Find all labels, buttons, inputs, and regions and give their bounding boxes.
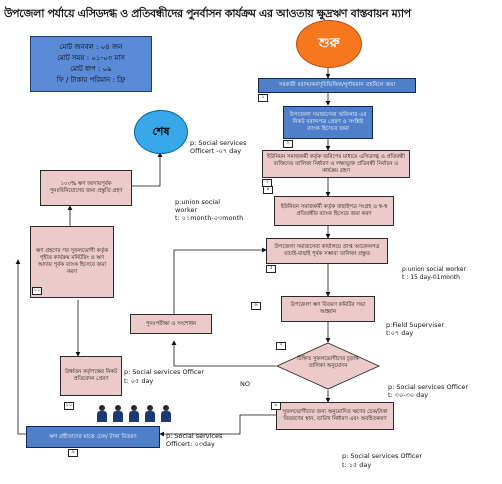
summary-staff: মোট জনবল : ০৪ জন <box>59 43 123 51</box>
note-officer-bl-time: Officert: ০৩day <box>166 440 215 448</box>
note-officer-end-time: Officert -০৭ day <box>190 147 242 155</box>
step-9-box: ঋণ গ্রহণের পর সুফলভোগী কর্তৃক গৃহীত কার্… <box>30 226 114 298</box>
step-11-box: ১০০% ঋণ আদায়পূর্বক পুনঃবিনিয়োগের জন্য … <box>40 170 132 206</box>
arrow-s7-s8 <box>159 414 276 437</box>
arrow-s8-s9 <box>15 259 26 435</box>
note-union-worker-right-time: t : 15 day-01month <box>402 274 460 281</box>
step-4-number: ৪ <box>263 186 273 194</box>
note-union-worker-time: t: ০১month-০৩month <box>175 214 244 222</box>
step-10-number: ১০ <box>64 402 74 410</box>
note-officer-mid-role: p: Social services Officer <box>388 383 469 391</box>
step-8-box: ঋণ গ্রহীতাদের মাঝে চেক/ টাকা বিতরণ <box>26 426 160 448</box>
step-9-number: ৯ <box>68 449 78 457</box>
step-7-number: ৭ <box>276 342 286 350</box>
step-11-number: ১১ <box>32 287 42 295</box>
arrow-s11-end <box>132 152 163 187</box>
note-officer-mid-time: t: ৩০-৩০ day <box>388 391 429 399</box>
decision-no-label: NO <box>240 380 250 388</box>
arrow-revise-s5 <box>173 247 267 322</box>
summary-box: মোট জনবল : ০৪ জন মোট সময় : ০১-০৩ মাস মো… <box>30 36 152 92</box>
note-officer-left-role: p: Social services Officer <box>124 368 205 376</box>
step-5-number: ৫ <box>266 265 276 273</box>
note-union-worker-right-role: p:union social worker <box>402 266 466 273</box>
summary-steps: মোট ধাপ : ০৯ <box>70 65 112 73</box>
start-node: শুরু <box>296 20 362 68</box>
step-3-box: ইউনিয়ন সমাজকর্মী কর্তৃক জরিপের মাধ্যমে … <box>262 150 410 178</box>
step-6-number: ৬ <box>251 302 261 310</box>
step-7-box: সুফলভোগীদের জন্য অনুমোদিত ঋণের চেক/টাকা … <box>276 402 394 430</box>
revise-box: পুনঃপরীক্ষা ও সংশোধন <box>130 314 212 334</box>
note-field-sup-time: t:০৭ day <box>386 329 414 337</box>
note-field-sup-role: p:Field Superviser <box>386 321 445 329</box>
arrow-decision-revise <box>171 340 276 367</box>
step-8-number: ৮ <box>271 402 281 410</box>
step-6-box: উপজেলা ঋণ বিতরণ কমিটির সভা আহ্বান <box>281 296 375 322</box>
step-2-number: ২ <box>283 140 293 148</box>
note-union-worker-role: p:union social <box>175 198 221 206</box>
end-node: শেষ <box>134 110 188 154</box>
note-union-worker-role2: worker <box>175 206 198 214</box>
step-4-box: ইউনিয়ন সমাজকর্মী কর্তৃক বাছাইপত্র সংগ্র… <box>274 196 394 226</box>
page-title: উপজেলা পর্যায়ে এসিডদগ্ধ ও প্রতিবন্ধীদের… <box>4 7 411 20</box>
step-10-box: উর্ধ্বতন কর্তৃপক্ষের নিকট প্রতিবেদন প্রে… <box>60 356 122 396</box>
note-officer-bottom-time: t: ১৫ day <box>342 461 372 469</box>
note-officer-end-role: p: Social services <box>190 139 247 147</box>
summary-time: মোট সময় : ০১-০৩ মাস <box>57 54 125 62</box>
step-2-box: উপজেলা সমাজসেবা অফিসার এর নিকট বরাদ্দপত্… <box>283 106 373 139</box>
summary-fee: ফি / টাকার পরিমান : ফ্রি <box>56 76 126 84</box>
step-5-box: উপজেলা সমাজসেবা কার্যালয়ে প্রাপ্ত আবেদন… <box>266 238 388 264</box>
step-1-number: ১ <box>258 94 268 102</box>
step-1-box: সরকারী বরাদ্দ/কর্মসূচিভিত্তিক/ঘূর্ণায়মা… <box>258 78 416 93</box>
decision-label: চিহ্নিত সুফলভোগীদের চূড়ান্ত তালিকা অনুম… <box>297 356 359 369</box>
note-officer-left-time: t: ০৫ day <box>124 377 154 385</box>
beneficiaries-illustration <box>96 405 172 423</box>
decision-diamond <box>276 342 380 390</box>
note-officer-bottom-role: p: Social services Officer <box>342 452 423 460</box>
note-officer-bl-role: p: Social services <box>166 432 223 440</box>
